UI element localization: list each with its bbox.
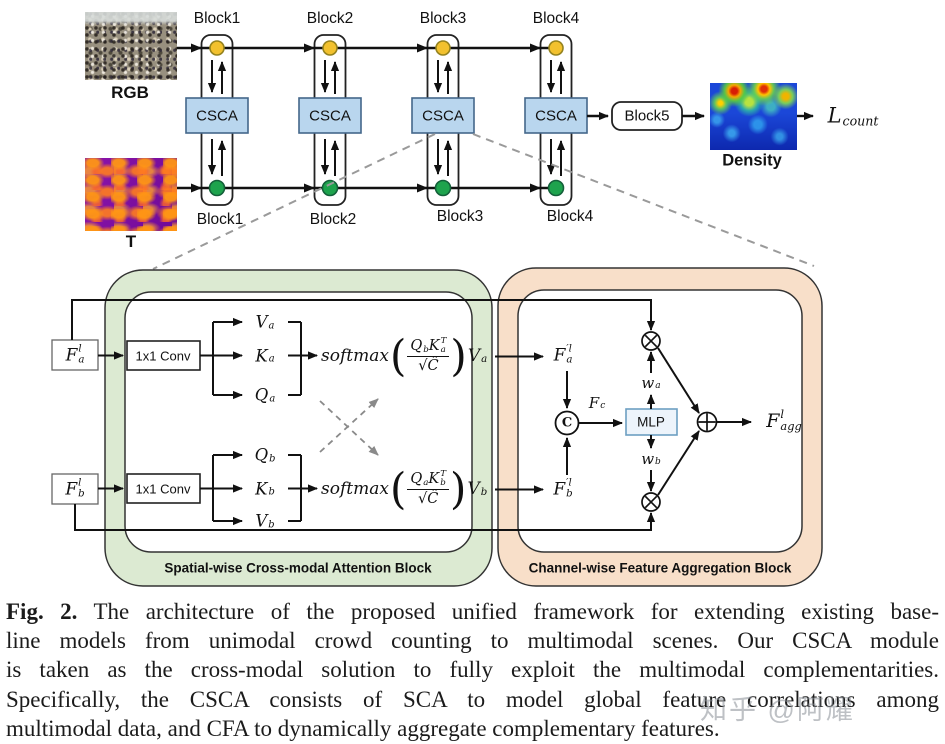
- rgb-label: RGB: [111, 83, 149, 102]
- block4-bottom-label: Block4: [546, 208, 594, 225]
- mlp-label: MLP: [637, 414, 665, 430]
- thermal-input-image: [85, 158, 177, 231]
- block1-bottom-label: Block1: [196, 211, 244, 228]
- multiply-operator-a: [641, 331, 661, 351]
- figure-number: Fig. 2.: [6, 599, 78, 624]
- cross-query-dashed-arrows: [319, 398, 379, 456]
- conv-b-label: 1x1 Conv: [135, 481, 191, 496]
- cfa-wiring: [554, 347, 752, 496]
- concat-operator-label: C: [561, 415, 573, 431]
- csca-label-1: CSCA: [196, 107, 238, 124]
- density-label: Density: [722, 151, 782, 170]
- block2-bottom-label: Block2: [309, 211, 357, 228]
- figure-caption: Fig. 2. The architecture of the proposed…: [6, 597, 939, 743]
- block5-box: [587, 101, 814, 131]
- csca-label-3: CSCA: [422, 107, 464, 124]
- sca-wiring: [51, 299, 656, 531]
- csca-label-4: CSCA: [535, 107, 577, 124]
- csca-label-2: CSCA: [309, 107, 351, 124]
- caption-line-5: multimodal data, and CFA to dynamically …: [6, 715, 720, 741]
- caption-line-3: is taken as the cross-modal solution to …: [6, 657, 939, 683]
- block2-top-label: Block2: [306, 10, 354, 27]
- block3-bottom-label: Block3: [436, 208, 484, 225]
- block4-top-label: Block4: [532, 10, 580, 27]
- flow-arrowheads: [191, 43, 541, 193]
- thermal-feature-nodes: [208, 179, 565, 197]
- density-map-image: [710, 83, 797, 150]
- block3-top-label: Block3: [419, 10, 467, 27]
- multiply-operator-b: [641, 492, 661, 512]
- caption-line-2: line models from unimodal crowd counting…: [6, 628, 939, 654]
- sca-panel: [104, 269, 493, 587]
- block5-label: Block5: [624, 107, 670, 124]
- csca-boxes: [185, 97, 588, 134]
- conv-a-label: 1x1 Conv: [135, 348, 191, 363]
- rgb-input-image: [85, 12, 177, 80]
- sca-panel-title: Spatial-wise Cross-modal Attention Block: [164, 560, 432, 576]
- add-operator: [696, 411, 718, 433]
- zoom-leader-lines: [152, 133, 815, 270]
- architecture-diagram-canvas: [51, 34, 823, 587]
- backbone-columns: [200, 34, 573, 206]
- caption-line-4: Specifically, the CSCA consists of SCA t…: [6, 686, 939, 712]
- cfa-panel-title: Channel-wise Feature Aggregation Block: [528, 560, 792, 576]
- csca-exchange-arrows: [207, 60, 566, 176]
- zhihu-watermark: 知乎 @阿耀: [700, 695, 855, 725]
- caption-line-1: Fig. 2. The architecture of the proposed…: [6, 599, 939, 624]
- block1-top-label: Block1: [193, 10, 241, 27]
- rgb-feature-nodes: [209, 40, 564, 56]
- thermal-label: T: [125, 232, 137, 251]
